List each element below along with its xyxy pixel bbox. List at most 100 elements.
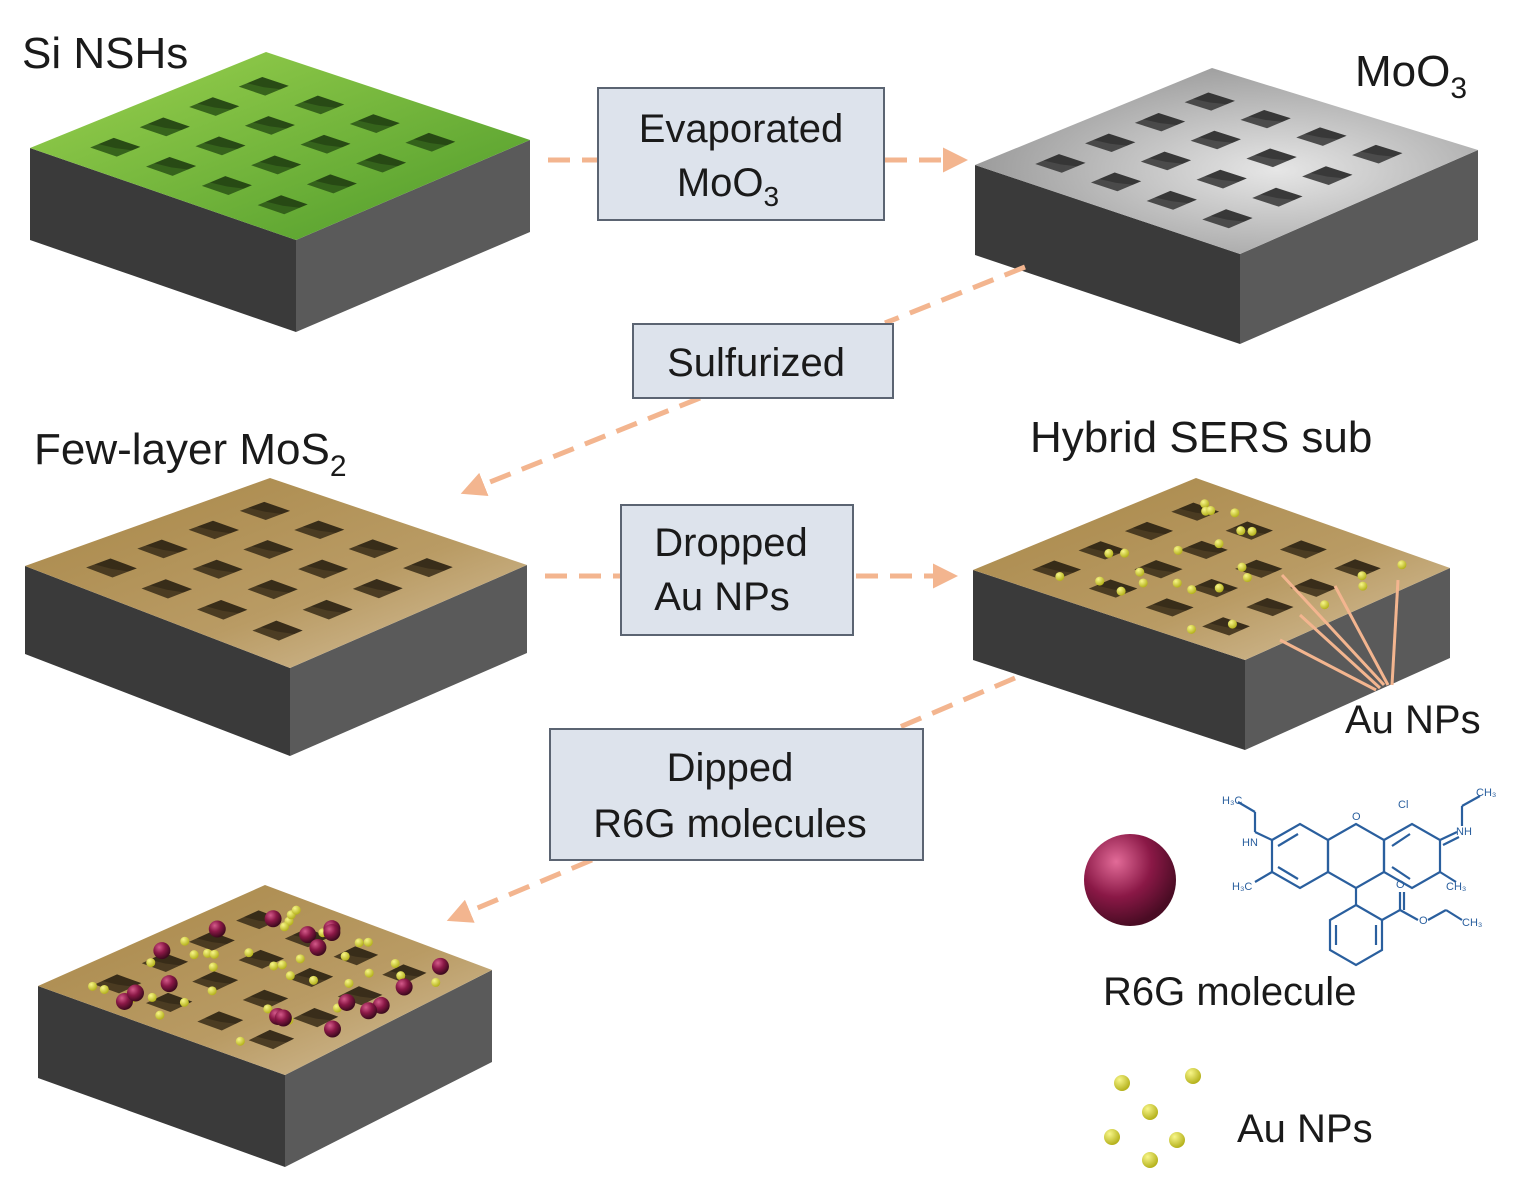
nanohole-shadow xyxy=(248,501,291,515)
au-nanoparticle xyxy=(1135,567,1145,577)
nanohole xyxy=(294,95,345,115)
nanohole xyxy=(1124,521,1174,541)
arrow-sulfurized-top xyxy=(884,264,1026,326)
au-nanoparticle xyxy=(1237,562,1247,572)
au-nanoparticle xyxy=(396,971,406,981)
struct-o-ring: O xyxy=(1352,811,1361,823)
nanohole xyxy=(244,116,295,135)
au-nanoparticle xyxy=(1358,581,1368,591)
arrow-dipped-bottom xyxy=(446,857,593,923)
au-nanoparticle xyxy=(1116,586,1126,596)
nanohole xyxy=(90,137,141,157)
au-nanoparticle xyxy=(1214,539,1224,549)
nanohole-shadow xyxy=(1099,172,1142,185)
nanohole-shadow xyxy=(1143,113,1186,125)
au-nanoparticle xyxy=(1200,499,1210,509)
nanohole-shadow xyxy=(1253,597,1294,611)
struct-nh: NH xyxy=(1456,826,1472,838)
nanohole-shadow xyxy=(1254,148,1297,161)
slab-right-side xyxy=(285,970,492,1167)
nanohole xyxy=(348,539,399,559)
au-np-legend-dot xyxy=(1142,1152,1158,1168)
nanohole xyxy=(1352,144,1403,164)
slab-si-nshs xyxy=(30,52,530,332)
nanohole xyxy=(195,136,246,156)
nanohole xyxy=(238,949,284,969)
nanohole-shadow xyxy=(308,134,351,148)
au-nanoparticle xyxy=(340,951,350,961)
nanohole xyxy=(1279,540,1327,559)
nanohole-shadow xyxy=(1141,560,1183,573)
au-nanoparticle xyxy=(1172,578,1182,588)
nanohole-shadow xyxy=(1242,559,1283,572)
au-nanoparticle xyxy=(364,968,374,978)
au-nanoparticle xyxy=(363,937,373,947)
nanohole xyxy=(1290,578,1338,597)
callout-label-au-nps: Au NPs xyxy=(1345,698,1481,742)
nanohole-shadow xyxy=(1341,559,1381,572)
r6g-molecule-sphere xyxy=(299,926,317,944)
nanohole-shadow xyxy=(1086,541,1128,554)
slab-left-side xyxy=(30,148,296,332)
nanohole-shadow xyxy=(1248,109,1291,122)
nanohole xyxy=(405,132,456,152)
struct-o-carbonyl: O xyxy=(1396,879,1405,891)
nanohole xyxy=(1140,151,1192,171)
au-nanoparticle xyxy=(88,981,98,991)
nanohole xyxy=(1246,148,1297,168)
step-box-sulfurized: Sulfurized xyxy=(632,323,894,399)
nanohole xyxy=(188,931,235,951)
au-nanoparticle xyxy=(285,971,295,981)
au-np-legend-dot xyxy=(1142,1104,1158,1120)
r6g-chemical-structure xyxy=(1237,795,1481,967)
nanohole-shadow xyxy=(203,136,246,149)
stage-label-few-layer-mos2: Few-layer MoS2 xyxy=(34,425,347,483)
nanohole xyxy=(1190,130,1241,150)
nanohole xyxy=(137,539,188,559)
nanohole xyxy=(192,971,239,991)
au-nanoparticle xyxy=(279,922,289,932)
nanohole-shadow xyxy=(102,974,142,987)
au-nanoparticle xyxy=(1055,571,1065,581)
nanohole xyxy=(1090,172,1142,192)
au-nanoparticle xyxy=(277,960,287,970)
step-box-evaporated: Evaporated MoO3 xyxy=(597,87,885,221)
nanohole-shadow xyxy=(1039,560,1082,573)
au-nanoparticle xyxy=(1095,576,1105,586)
r6g-molecule-sphere xyxy=(160,975,178,993)
nanohole xyxy=(201,176,252,196)
nanohole-shadow xyxy=(413,132,456,146)
au-nanoparticle xyxy=(1214,583,1224,593)
nanohole-shadow xyxy=(1093,133,1136,146)
nanohole xyxy=(1145,598,1194,617)
nanohole xyxy=(86,558,137,578)
nanohole-shadow xyxy=(1304,127,1347,140)
nanohole-shadow xyxy=(205,599,248,614)
nanohole-shadow xyxy=(361,578,403,592)
nanohole xyxy=(1078,541,1128,560)
slab-left-side xyxy=(25,566,290,756)
au-nanoparticle xyxy=(179,997,189,1007)
nanohole-shadow xyxy=(256,1029,295,1043)
au-np-legend-dot xyxy=(1104,1129,1120,1145)
au-nanoparticle xyxy=(1357,571,1367,581)
nanohole-shadow xyxy=(1297,578,1338,591)
nanohole xyxy=(1302,166,1353,186)
callout-line-1 xyxy=(1280,573,1386,687)
au-nanoparticle xyxy=(390,958,400,968)
nanohole-shadow xyxy=(210,176,252,189)
au-nanoparticle xyxy=(146,958,156,968)
slab-top-face xyxy=(25,478,527,668)
au-nps-callout xyxy=(1279,573,1400,692)
nanohole xyxy=(145,992,193,1012)
nanohole xyxy=(1240,109,1291,129)
nanohole-shadow xyxy=(310,599,353,613)
nanohole-shadow xyxy=(306,559,349,573)
nanohole xyxy=(356,153,407,173)
nanohole-shadow xyxy=(259,155,302,168)
nanohole-shadow xyxy=(302,520,345,533)
nanohole-shadow xyxy=(1043,154,1086,167)
nanohole xyxy=(257,195,308,215)
nanohole-shadow xyxy=(357,539,399,552)
nanohole xyxy=(1184,92,1235,111)
